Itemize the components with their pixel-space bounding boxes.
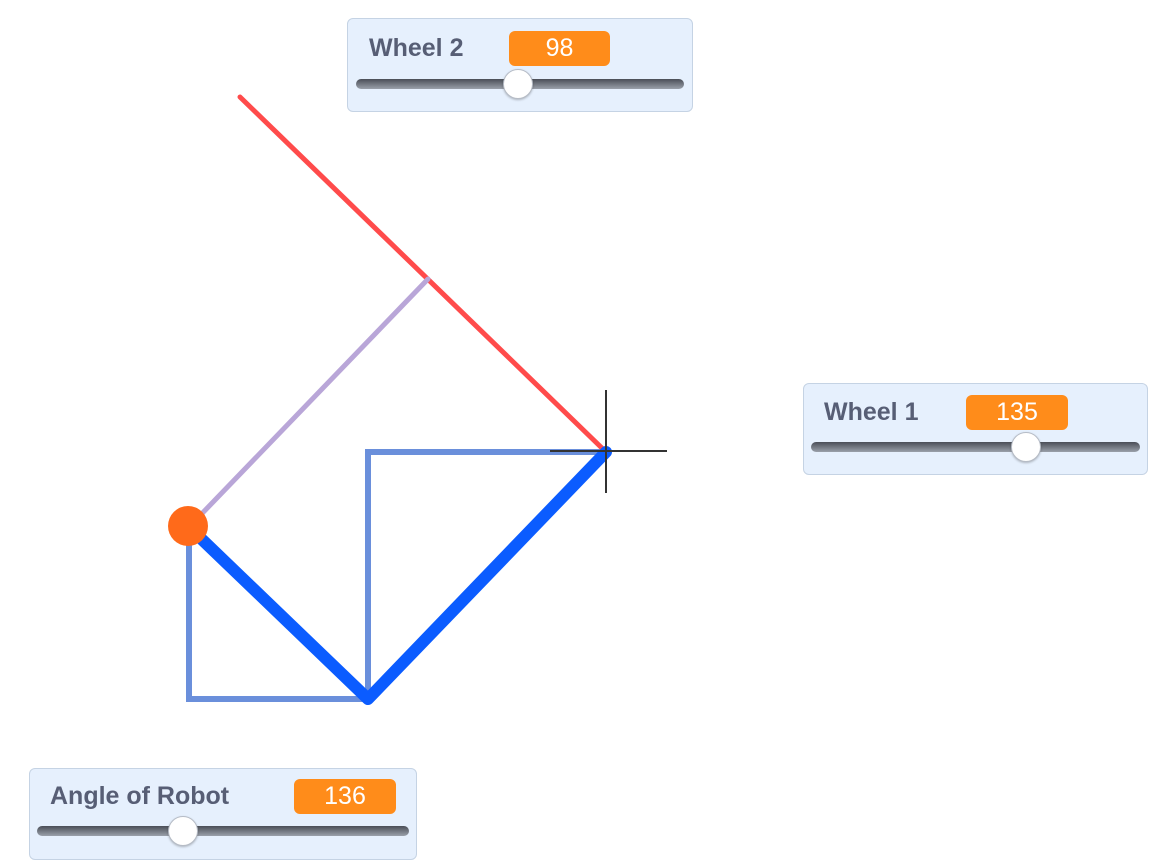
monitor-label: Angle of Robot bbox=[50, 782, 230, 810]
monitor-value-badge: 135 bbox=[966, 395, 1068, 430]
slider-knob[interactable] bbox=[1010, 432, 1041, 462]
slider-knob[interactable] bbox=[502, 69, 533, 99]
slider-knob[interactable] bbox=[168, 816, 199, 846]
target-line bbox=[237, 94, 609, 455]
reach-line bbox=[186, 276, 431, 530]
monitor-label: Wheel 1 bbox=[824, 398, 919, 426]
robot-arm bbox=[183, 446, 612, 705]
monitor-wheel-1[interactable]: Wheel 1 135 bbox=[803, 383, 1148, 475]
monitor-wheel-2[interactable]: Wheel 2 98 bbox=[347, 18, 693, 112]
robot-joint-dot[interactable] bbox=[168, 506, 208, 546]
angle-of-robot-slider[interactable] bbox=[37, 816, 409, 846]
wheel-1-slider[interactable] bbox=[811, 432, 1140, 462]
monitor-value-badge: 98 bbox=[509, 31, 610, 66]
monitor-angle-of-robot[interactable]: Angle of Robot 136 bbox=[29, 768, 417, 860]
guide-square-left bbox=[186, 524, 371, 702]
crosshair-icon bbox=[550, 390, 667, 493]
monitor-label: Wheel 2 bbox=[369, 34, 464, 62]
wheel-2-slider[interactable] bbox=[356, 69, 684, 99]
guide-square-right bbox=[365, 449, 609, 702]
monitor-value-badge: 136 bbox=[294, 779, 396, 814]
